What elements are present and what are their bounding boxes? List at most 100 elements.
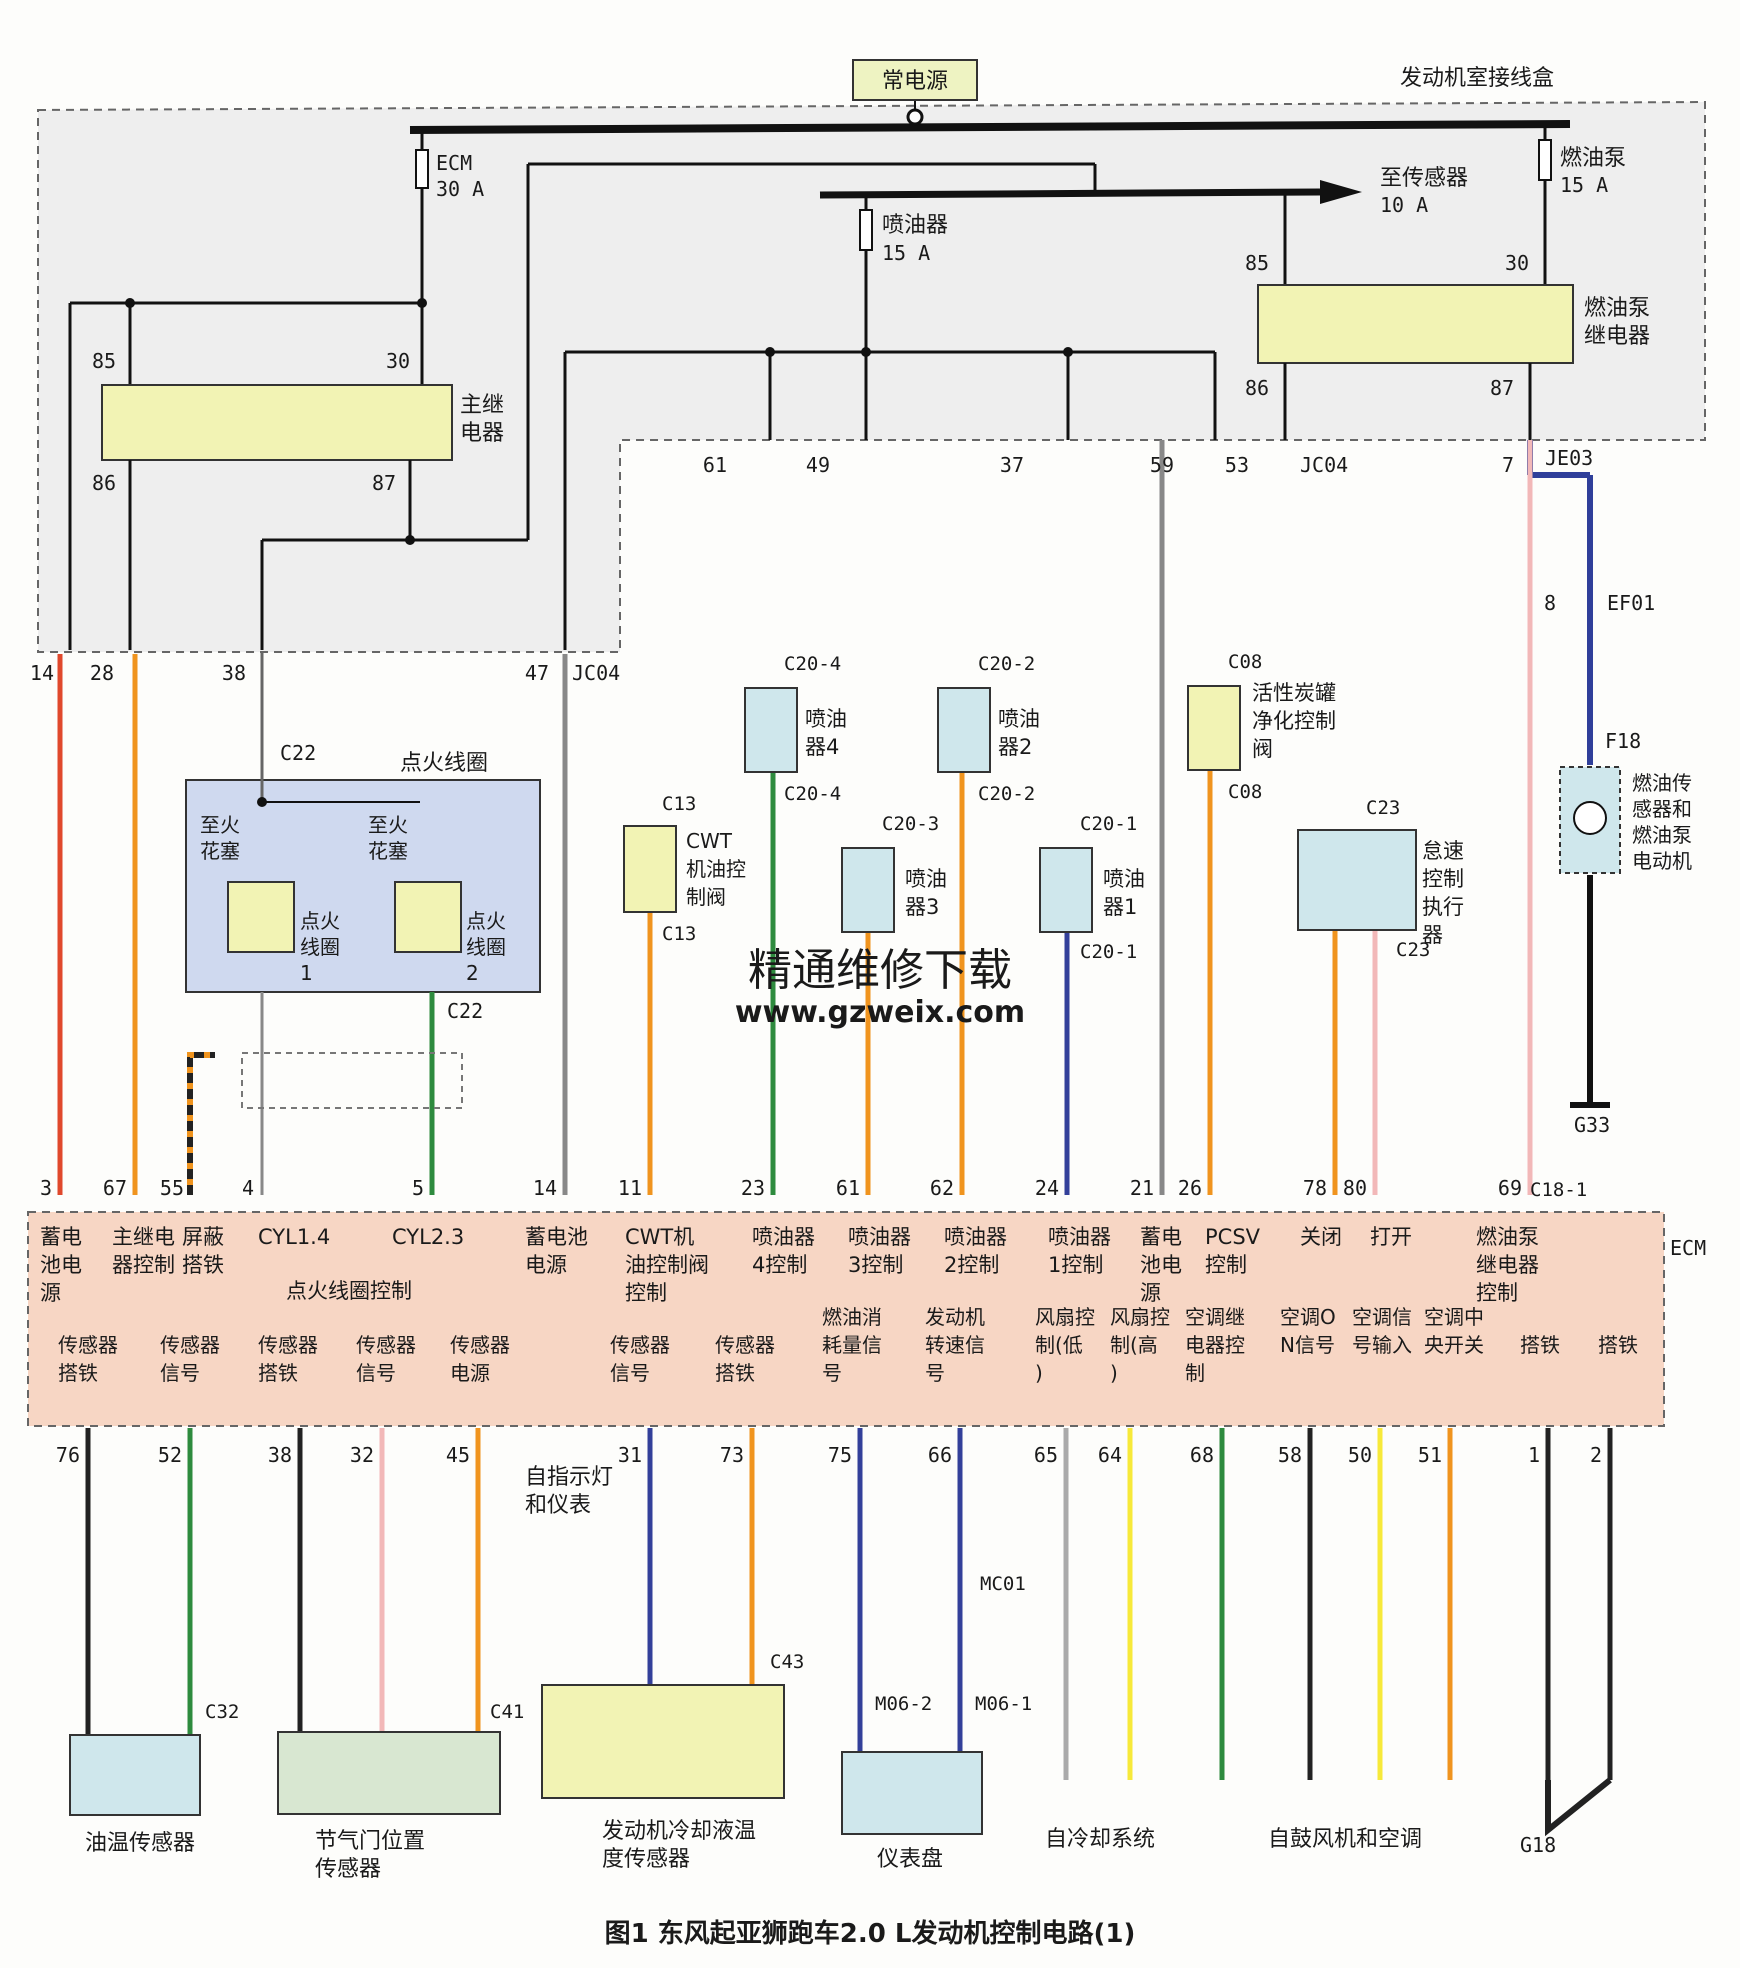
main-relay-pin-85: 85 <box>92 349 116 373</box>
to-sensor-rating: 10 A <box>1380 193 1428 217</box>
connector-m06-1: M06-1 <box>975 1693 1032 1715</box>
watermark-line1: 精通维修下载 <box>748 945 1012 996</box>
fuse-injector-name: 喷油器 <box>882 213 948 238</box>
junction-box <box>37 100 1706 653</box>
ecm-top-pin-26: 26 <box>1178 1176 1202 1200</box>
connector-c18-1: C18-1 <box>1530 1179 1587 1201</box>
ecm-top-pin-80: 80 <box>1343 1176 1367 1200</box>
power-label: 常电源 <box>882 69 948 94</box>
ground-g18 <box>1545 1777 1612 1837</box>
ecm-top-pin-4: 4 <box>242 1176 254 1200</box>
injector1-label: 喷油器1 <box>1103 867 1145 919</box>
ecm-bottom-pin-73: 73 <box>720 1443 744 1467</box>
fuel-pump-relay <box>1257 284 1574 364</box>
connector-c43: C43 <box>770 1651 804 1673</box>
ecm-top-label-5: 点火线圈控制 <box>286 1279 412 1303</box>
connector-f18: F18 <box>1605 729 1641 753</box>
pump-relay-pin-30: 30 <box>1505 251 1529 275</box>
tps-label: 节气门位置传感器 <box>315 1829 425 1882</box>
ecm-label: ECM <box>1670 1236 1706 1260</box>
idle-actuator <box>1297 829 1417 931</box>
fuse-ecm <box>415 149 429 189</box>
ground-g18-label: G18 <box>1520 1833 1556 1857</box>
connector-m06-2: M06-2 <box>875 1693 932 1715</box>
ecm-top-pin-3: 3 <box>40 1176 52 1200</box>
ground-g33-label: G33 <box>1574 1113 1610 1137</box>
connector-c32: C32 <box>205 1701 239 1723</box>
ecm-top-pin-14: 14 <box>533 1176 557 1200</box>
ecm-bottom-pin-45: 45 <box>446 1443 470 1467</box>
junction-box-label: 发动机室接线盒 <box>1400 66 1554 91</box>
ecm-top-wires <box>57 440 1533 1195</box>
top-pin-14: 14 <box>30 661 54 685</box>
main-relay-pin-30: 30 <box>386 349 410 373</box>
oil-temp-sensor <box>69 1734 201 1816</box>
connector-c08-bottom: C08 <box>1228 781 1262 803</box>
injector3-label: 喷油器3 <box>905 867 947 919</box>
ecm-top-pin-69: 69 <box>1498 1176 1522 1200</box>
watermark-line2: www.gzweix.com <box>735 995 1025 1030</box>
pump-relay-label: 燃油泵继电器 <box>1584 296 1650 349</box>
ecm-bottom-label-10: 风扇控制(高) <box>1110 1305 1170 1385</box>
pump-relay-pin-85: 85 <box>1245 251 1269 275</box>
ecm-top-pin-67: 67 <box>103 1176 127 1200</box>
connector-c41: C41 <box>490 1701 524 1723</box>
ecm-top-pin-5: 5 <box>412 1176 424 1200</box>
instrument-cluster <box>841 1751 983 1835</box>
ecm-bottom-label-15: 搭铁 <box>1520 1333 1560 1357</box>
ecm-top-label-1: 主继电器控制 <box>112 1225 175 1277</box>
ecm-top-label-4: CYL2.3 <box>392 1225 464 1249</box>
connector-c23-top: C23 <box>1366 797 1400 819</box>
ecm-top-label-12: 蓄电池电源 <box>1140 1225 1182 1305</box>
fuse-ecm-rating: 30 A <box>436 177 484 201</box>
connector-je03: JE03 <box>1545 446 1593 470</box>
coolant-temp-sensor <box>541 1684 785 1799</box>
ecm-top-pin-55: 55 <box>160 1176 184 1200</box>
ecm-bottom-label-5: 传感器信号 <box>610 1333 670 1385</box>
top-pin-53: 53 <box>1225 453 1249 477</box>
ecm-bottom-label-3: 传感器信号 <box>356 1333 416 1385</box>
fuse-injector-rating: 15 A <box>882 241 930 265</box>
top-pin-61: 61 <box>703 453 727 477</box>
connector-mc01: MC01 <box>980 1573 1026 1595</box>
ecm-bottom-pin-50: 50 <box>1348 1443 1372 1467</box>
spark-label-1: 至火花塞 <box>200 813 240 863</box>
cooling-label: 自冷却系统 <box>1045 1827 1155 1852</box>
ecm-box <box>27 1211 1665 1427</box>
ecm-bottom-pin-32: 32 <box>350 1443 374 1467</box>
pcsv-label: 活性炭罐净化控制阀 <box>1252 681 1336 761</box>
pump-relay-pin-86: 86 <box>1245 376 1269 400</box>
blower-label: 自鼓风机和空调 <box>1268 1827 1422 1852</box>
power-bus <box>409 120 1571 134</box>
fuse-pump <box>1538 139 1552 181</box>
top-pin-38: 38 <box>222 661 246 685</box>
ecm-top-pin-61: 61 <box>836 1176 860 1200</box>
ecm-bottom-label-11: 空调继电器控制 <box>1185 1305 1245 1385</box>
coolant-label: 发动机冷却液温度传感器 <box>602 1819 756 1872</box>
ecm-top-label-6: 蓄电池电源 <box>525 1225 588 1277</box>
connector-c23-bottom: C23 <box>1396 939 1430 961</box>
ecm-bottom-label-0: 传感器搭铁 <box>58 1333 118 1385</box>
ecm-top-pin-78: 78 <box>1303 1176 1327 1200</box>
ecm-bottom-label-1: 传感器信号 <box>160 1333 220 1385</box>
connector-c20-4-bottom: C20-4 <box>784 783 841 805</box>
injector2-label: 喷油器2 <box>998 707 1040 759</box>
indicator-label: 自指示灯和仪表 <box>525 1465 613 1518</box>
ecm-top-label-14: 关闭 <box>1300 1225 1342 1249</box>
injector-3 <box>841 847 895 933</box>
main-relay-pin-87: 87 <box>372 471 396 495</box>
connector-c20-1-top: C20-1 <box>1080 813 1137 835</box>
ecm-bottom-label-8: 发动机转速信号 <box>925 1305 985 1385</box>
ecm-top-label-3: CYL1.4 <box>258 1225 330 1249</box>
coil-2 <box>394 881 462 953</box>
ecm-bottom-pin-64: 64 <box>1098 1443 1122 1467</box>
ecm-top-pin-21: 21 <box>1130 1176 1154 1200</box>
ecm-bottom-pin-31: 31 <box>618 1443 642 1467</box>
